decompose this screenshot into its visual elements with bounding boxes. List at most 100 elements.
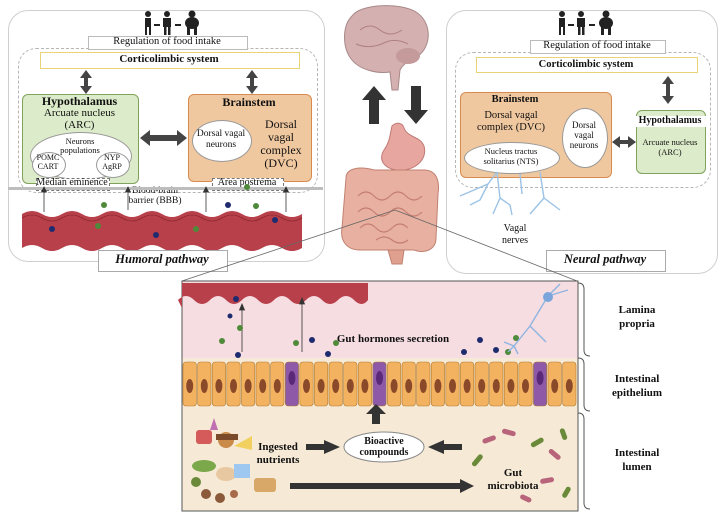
- cell-nucleus: [419, 379, 427, 393]
- microbiota-line1: Gut: [503, 467, 523, 479]
- cell-nucleus: [551, 379, 559, 393]
- dvc-line2: vagal: [268, 130, 294, 144]
- arc-line2: (ARC): [64, 119, 95, 131]
- agrp-label: AgRP: [102, 162, 122, 171]
- cell-nucleus: [303, 379, 310, 393]
- people-icon-right: [559, 10, 613, 35]
- bioactive-line1: Bioactive: [364, 436, 404, 447]
- neural-pathway-box: [546, 250, 666, 272]
- regulation-food-intake-label: [88, 36, 248, 50]
- dvc-line1: Dorsal: [265, 117, 297, 131]
- hypothalamus-title-right: Hypothalamus: [630, 115, 710, 127]
- brainstem-title: Brainstem: [222, 95, 276, 109]
- dvn-right-line1: Dorsal: [572, 120, 596, 130]
- cell-nucleus: [507, 379, 515, 393]
- cell-nucleus: [259, 379, 267, 393]
- dvn-oval-right: [562, 108, 608, 168]
- stomach-icon: [381, 122, 426, 171]
- cell-nucleus: [390, 379, 398, 393]
- dvn-line1: Dorsal vagal: [196, 129, 246, 139]
- intestinal-lumen-line1: Intestinal: [614, 447, 660, 459]
- cell-nucleus: [376, 371, 383, 385]
- cell-nucleus: [332, 379, 340, 393]
- dvc-right-line1: Dorsal vagal: [484, 110, 538, 121]
- area-postrema-text: Area postrema: [217, 177, 277, 188]
- corticolimbic-text-right: Corticolimbic system: [538, 59, 634, 70]
- cell-nucleus: [215, 379, 223, 393]
- brain-gut-illustration: [341, 5, 439, 265]
- median-eminence-text: Median eminence: [36, 177, 108, 188]
- dvc-line3: complex: [260, 143, 302, 157]
- nyp-agrp-oval: [96, 152, 130, 178]
- neural-pathway-text: Neural pathway: [563, 252, 647, 266]
- gut-detail-illustration: [178, 280, 591, 512]
- cell-nucleus: [522, 379, 529, 393]
- cell-nucleus: [346, 379, 354, 393]
- ingested-line2: nutrients: [256, 454, 300, 466]
- cell-nucleus: [449, 379, 456, 393]
- dvn-line2: neurons: [205, 140, 237, 150]
- hypothalamus-title: Hypothalamus: [41, 94, 118, 108]
- bioactive-line2: compounds: [359, 447, 409, 458]
- brainstem-title-right: Brainstem: [491, 94, 539, 105]
- corticolimbic-box: [40, 52, 300, 69]
- intestinal-epithelium-line2: epithelium: [611, 387, 663, 399]
- humoral-pathway-text: Humoral pathway: [115, 252, 209, 266]
- cell-nucleus: [230, 379, 237, 393]
- cell-nucleus: [186, 379, 194, 393]
- cell-nucleus: [536, 371, 544, 385]
- cell-nucleus: [317, 379, 325, 393]
- corticolimbic-box-right: [476, 57, 698, 73]
- cell-nucleus: [478, 379, 486, 393]
- dvc-right-line2: complex (DVC): [477, 122, 545, 133]
- cart-label: CART: [37, 162, 59, 171]
- regulation-food-intake-text-right: Regulation of food intake: [543, 40, 651, 51]
- nts-line2: solitarius (NTS): [483, 156, 539, 166]
- cell-nucleus: [492, 379, 500, 393]
- cell-nucleus: [288, 371, 296, 385]
- bbb-line2: barrier (BBB): [128, 196, 182, 206]
- humoral-pathway-box: [98, 250, 228, 272]
- regulation-food-intake-text: Regulation of food intake: [113, 36, 221, 47]
- pomc-cart-oval: [32, 152, 66, 178]
- arc-line1: Arcuate nucleus: [43, 107, 116, 119]
- corticolimbic-text: Corticolimbic system: [119, 53, 219, 65]
- brain-icon: [344, 5, 429, 91]
- cell-nucleus: [434, 379, 442, 393]
- cell-nucleus: [200, 379, 208, 393]
- people-icon: [145, 10, 199, 35]
- humoral-diagram-graphics: [8, 70, 323, 251]
- dvn-right-line2: vagal: [574, 130, 594, 140]
- ingested-line1: Ingested: [258, 441, 298, 453]
- cell-nucleus: [361, 379, 369, 393]
- nts-line1: Nucleus tractus: [484, 146, 538, 156]
- intestinal-lumen-line2: lumen: [622, 461, 652, 473]
- dorsal-vagal-neurons-oval: [192, 120, 252, 162]
- cell-nucleus: [463, 379, 471, 393]
- microbiota-line2: microbiota: [487, 480, 539, 492]
- dvc-line4: (DVC): [264, 156, 298, 170]
- neurons-line2: populations: [60, 145, 100, 155]
- zoom-connector-lines: [181, 209, 578, 282]
- dvn-right-line3: neurons: [569, 140, 599, 150]
- cell-nucleus: [273, 379, 281, 393]
- regulation-food-intake-label-right: [530, 40, 666, 54]
- bacteria-icons: [471, 428, 571, 503]
- vagal-nerves-line2: nerves: [501, 235, 529, 246]
- neural-diagram-graphics: [459, 76, 674, 216]
- lamina-propria-line2: propria: [619, 318, 655, 330]
- food-icons: [191, 418, 276, 503]
- nyp-label: NYP: [103, 153, 120, 162]
- cell-nucleus: [405, 379, 413, 393]
- vagal-nerves-line1: Vagal: [503, 223, 527, 234]
- cell-nucleus: [565, 379, 573, 393]
- cell-nucleus: [244, 379, 252, 393]
- arc-right-abbr: (ARC): [658, 147, 682, 157]
- gut-hormones-secretion-label: Gut hormones secretion: [336, 333, 450, 345]
- intestinal-epithelium-line1: Intestinal: [614, 373, 660, 385]
- arc-right: Arcuate nucleus: [642, 137, 698, 147]
- nts-oval: [464, 142, 560, 174]
- bbb-line1: Blood-brain: [132, 186, 178, 196]
- lamina-propria-line1: Lamina: [618, 304, 656, 316]
- pomc-label: POMC: [36, 153, 60, 162]
